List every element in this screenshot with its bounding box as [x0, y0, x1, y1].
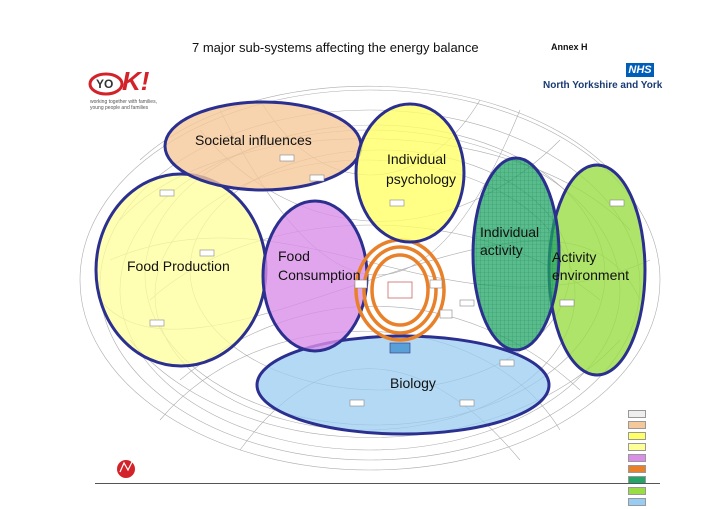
legend-swatch-6 [628, 465, 646, 473]
legend-swatch-2 [628, 421, 646, 429]
legend-swatch-9 [628, 498, 646, 506]
footer-divider [95, 483, 660, 484]
food-consumption-label-line2: Consumption [278, 267, 361, 283]
individual-psychology-label-line2: psychology [386, 171, 457, 187]
wf-logo [117, 460, 135, 478]
societal-influences-label: Societal influences [195, 132, 312, 148]
legend-swatch-1 [628, 410, 646, 418]
biology-ellipse [255, 334, 551, 436]
food-production-label: Food Production [127, 258, 230, 274]
legend-swatch-3 [628, 432, 646, 440]
nhs-logo: NHS [626, 63, 654, 77]
food-consumption-label-line1: Food [278, 248, 310, 264]
legend-swatch-8 [628, 487, 646, 495]
svg-text:K!: K! [122, 66, 150, 96]
individual-activity-label-line2: activity [480, 242, 523, 258]
biology-label: Biology [390, 375, 436, 391]
activity-environment-label-line1: Activity [552, 249, 597, 265]
page-title: 7 major sub-systems affecting the energy… [192, 40, 479, 55]
svg-text:YO: YO [96, 77, 113, 91]
individual-activity-label-line1: Individual [480, 224, 540, 240]
activity-environment-label-line2: environment [552, 267, 630, 283]
yok-tagline: working together with families, young pe… [90, 99, 157, 111]
nhs-organisation: North Yorkshire and York [543, 80, 663, 91]
annex-label: Annex H [551, 42, 588, 52]
legend-swatch-4 [628, 443, 646, 451]
individual-psychology-ellipse [354, 102, 466, 244]
yok-logo: YO K! [88, 66, 150, 96]
individual-psychology-label-line1: Individual [387, 151, 447, 167]
map-legend [628, 410, 646, 509]
legend-swatch-5 [628, 454, 646, 462]
